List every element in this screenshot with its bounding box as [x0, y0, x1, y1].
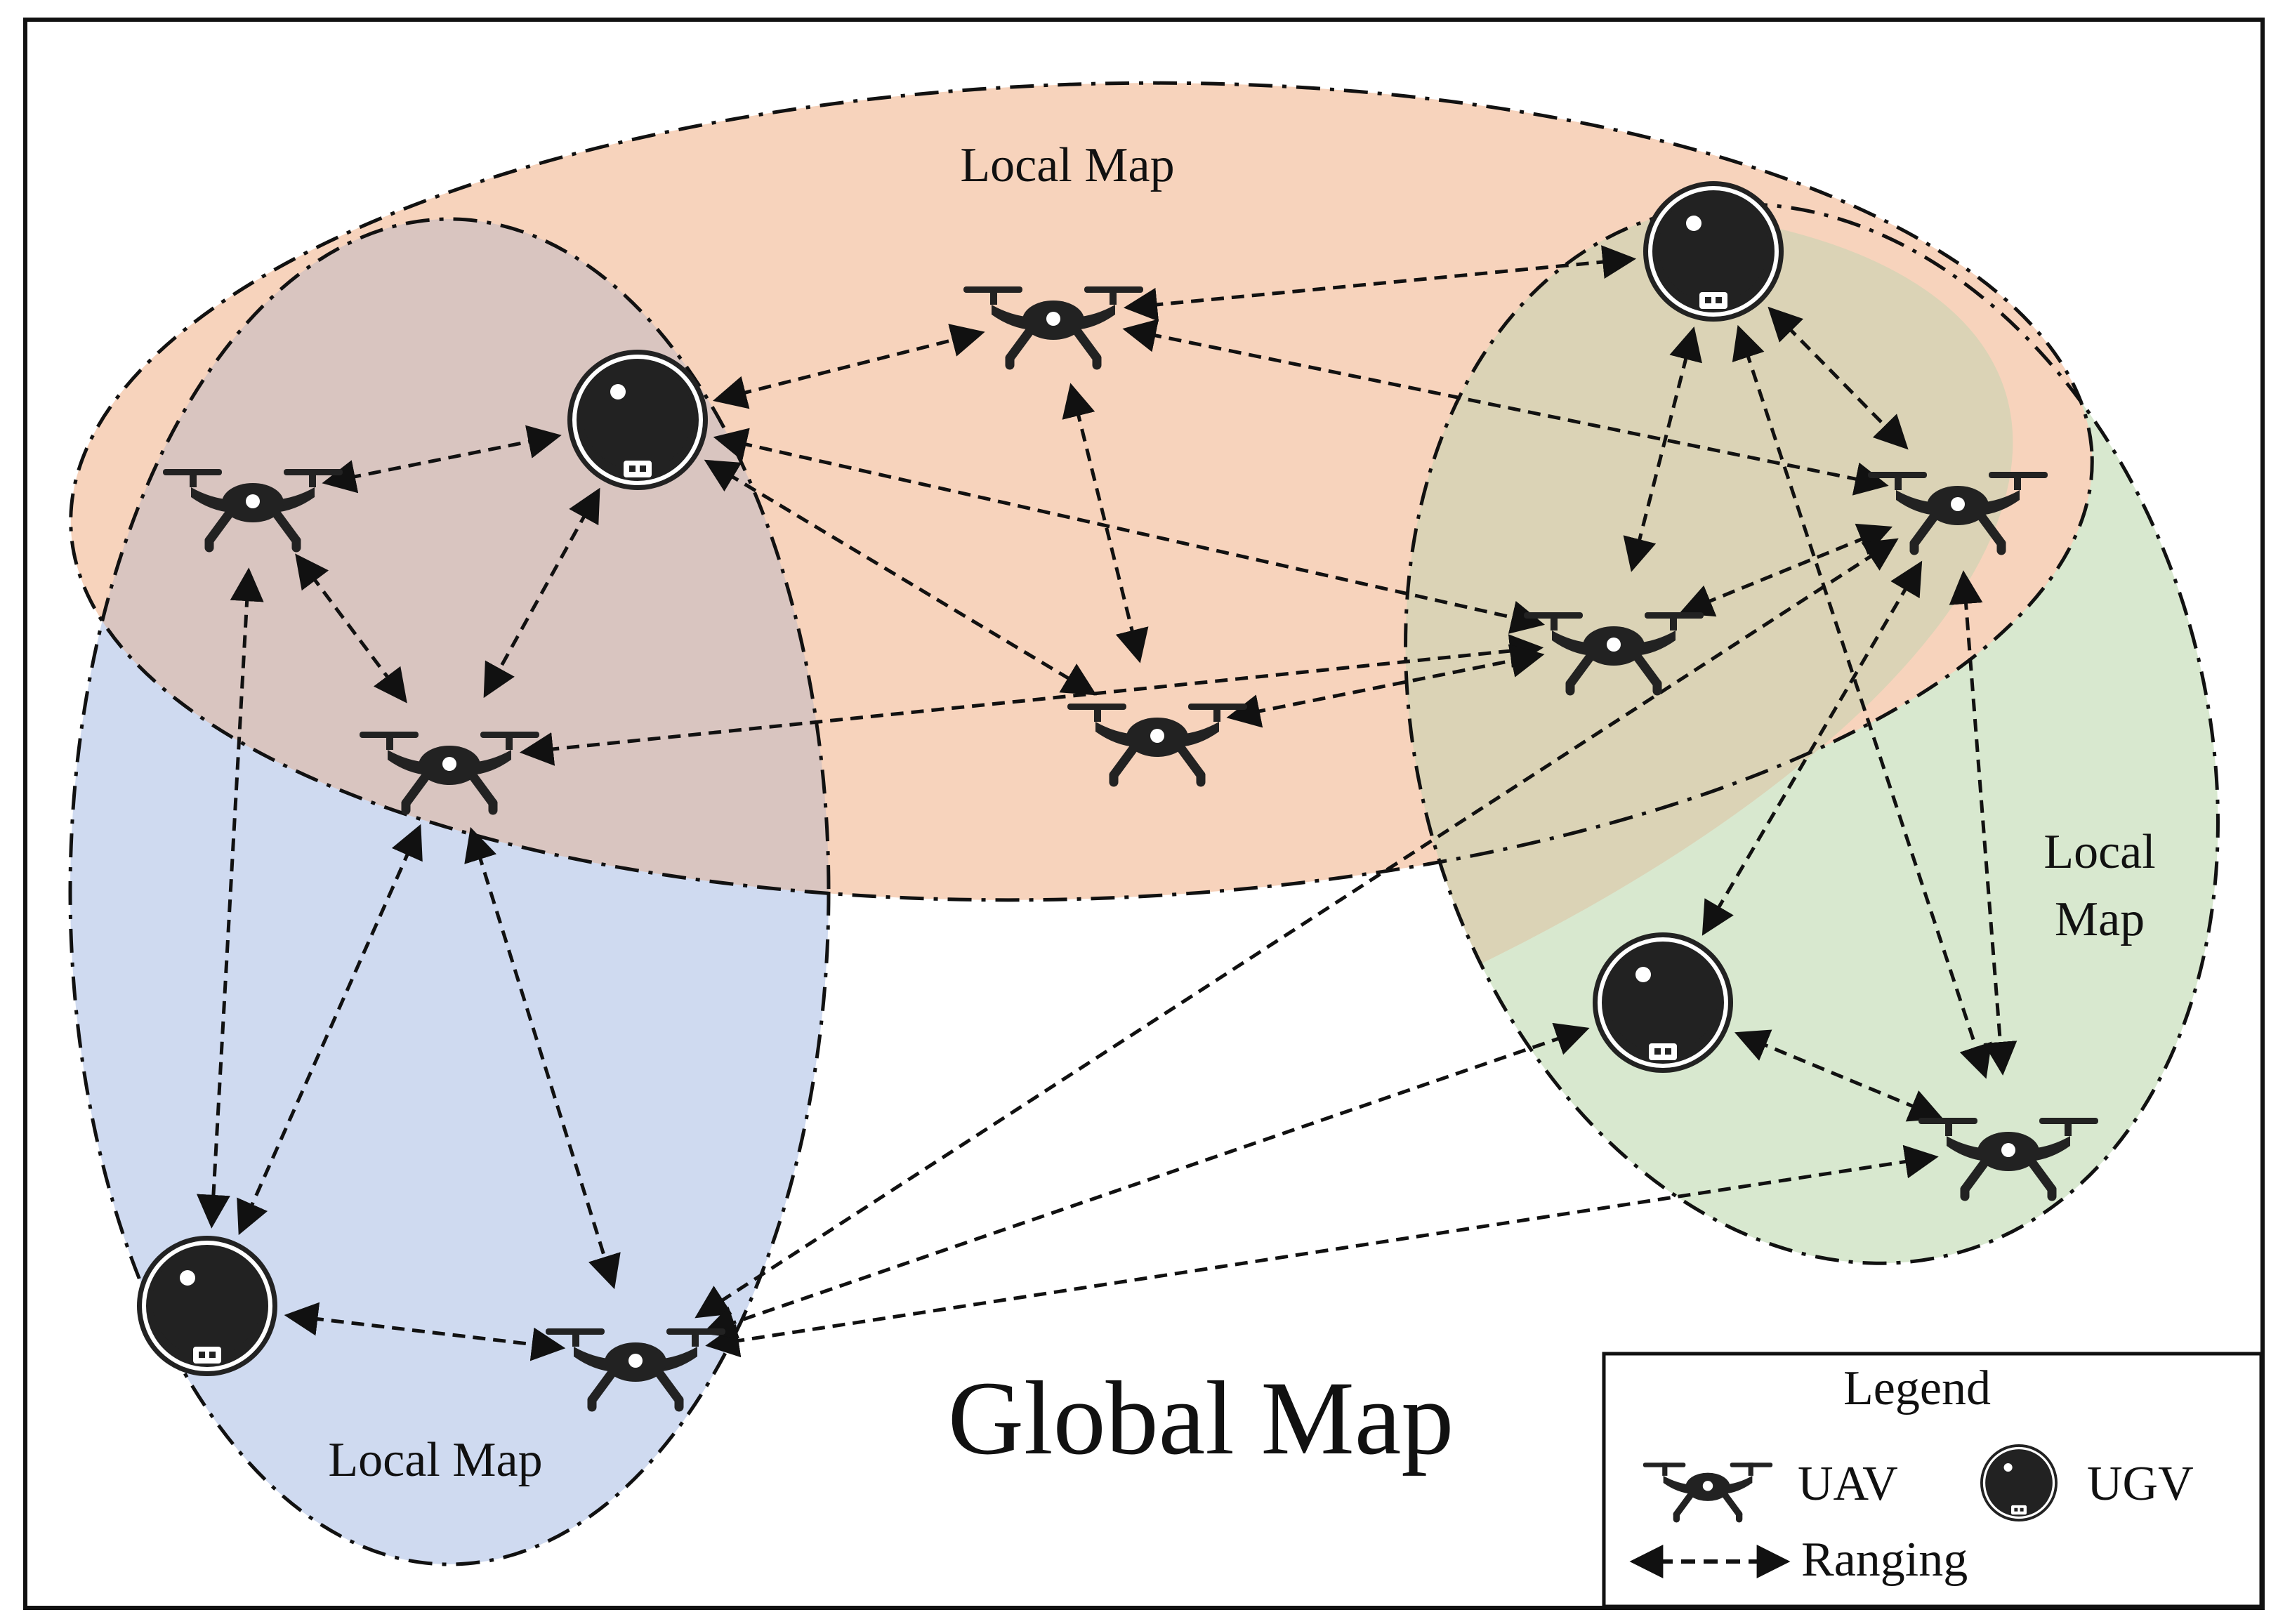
ranging-link: [713, 324, 985, 409]
ugv-robot-icon: [1643, 181, 1784, 322]
ranging-link: [1949, 570, 2017, 1076]
ranging-link: [1734, 1029, 1944, 1122]
ranging-link: [702, 1022, 1590, 1339]
legend: Legend UAV UGV Ranging: [1602, 1352, 2263, 1609]
legend-ugv-icon: [1979, 1443, 2059, 1523]
local-map-label-green-line1: Local: [2043, 825, 2155, 879]
local-map-label-orange: Local Map: [960, 138, 1174, 192]
local-map-label-green-line2: Map: [2055, 892, 2145, 946]
ranging-link: [237, 824, 423, 1236]
legend-uav-label: UAV: [1798, 1457, 1898, 1511]
legend-ugv-label: UGV: [2087, 1457, 2194, 1511]
ranging-link: [295, 553, 407, 704]
ranging-link: [196, 567, 264, 1229]
ugv-robot-icon: [137, 1236, 277, 1376]
ugv-robot-icon: [1593, 932, 1733, 1073]
local-map-label-blue: Local Map: [328, 1433, 542, 1487]
legend-ranging-label: Ranging: [1801, 1533, 1968, 1587]
legend-title: Legend: [1843, 1361, 1991, 1415]
ranging-link: [322, 425, 562, 494]
ranging-link: [464, 826, 621, 1290]
ranging-link: [483, 487, 600, 699]
ranging-links: [196, 245, 2017, 1361]
ranging-link: [284, 1302, 566, 1361]
ugv-robot-icon: [567, 350, 708, 490]
global-map-title: Global Map: [948, 1360, 1454, 1477]
ranging-link: [1123, 245, 1637, 322]
